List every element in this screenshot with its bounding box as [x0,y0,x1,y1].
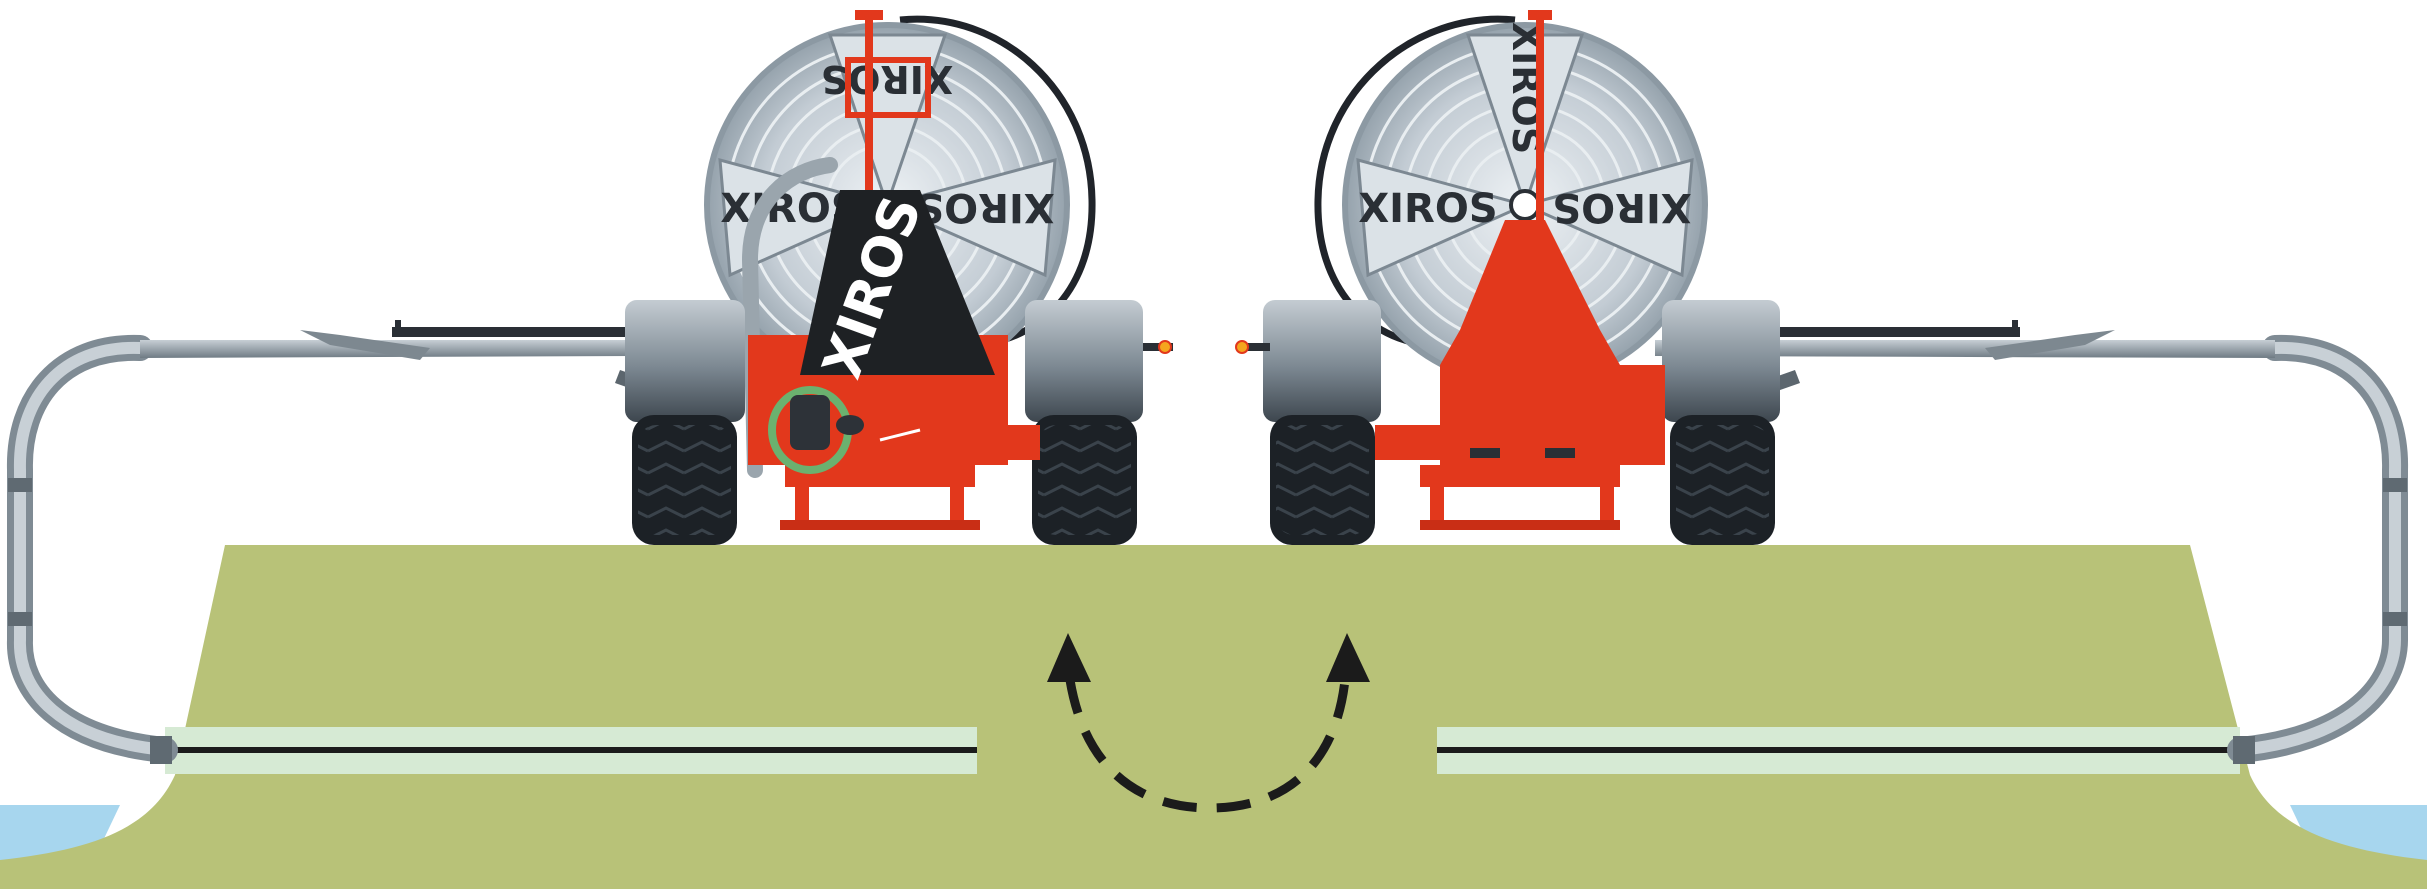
pipe-left [8,348,172,764]
machine-rear-view: XIROS XIROS XIROS XIROS [140,10,1173,545]
drum-logo-right-right: XIROS [1552,184,1691,230]
engine-left [790,395,830,450]
drum-logo-right-side: XIROS [915,184,1054,230]
field [0,545,2427,889]
track-right-line [1437,747,2240,753]
mudguard-right-inner [1662,300,1780,422]
drum-logo-right-left: XIROS [1358,186,1497,232]
mudguard-right-outer [1263,300,1381,422]
drum-logo-left-top: XIROS [821,57,953,101]
mudguard-left-outer [625,300,745,422]
pipe-right [2233,348,2407,764]
machine-front-view: XIROS XIROS XIROS [1236,10,2275,545]
track-left-line [165,747,977,753]
mudguard-left-inner [1025,300,1143,422]
